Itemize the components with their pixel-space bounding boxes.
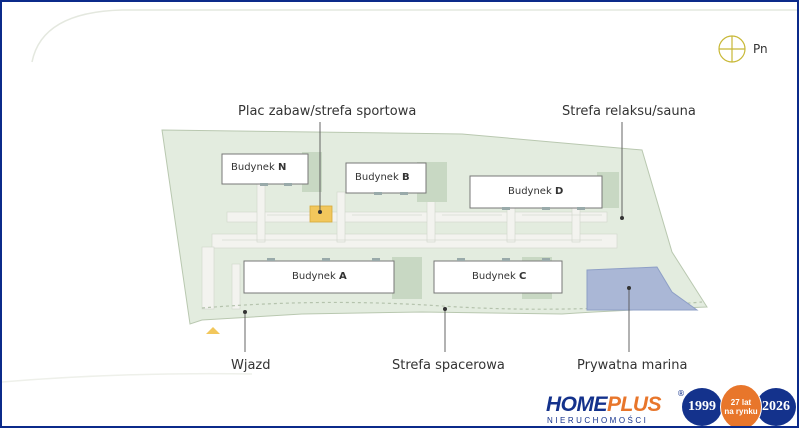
building-a — [243, 260, 395, 294]
leader-dots — [243, 210, 631, 314]
internal-roads — [201, 181, 618, 310]
logo-subtitle: NIERUCHOMOŚCI — [547, 416, 649, 425]
building-n — [221, 153, 309, 185]
building-a-letter: A — [338, 271, 347, 282]
year-end-badge: 2026 — [756, 388, 796, 426]
homeplus-logo: HOMEPLUS ® NIERUCHOMOŚCI 1999 2026 27 la… — [542, 384, 797, 426]
years-on-market-badge: 27 lat na rynku — [720, 384, 762, 426]
building-n-prefix: Budynek — [231, 162, 275, 173]
building-b-prefix: Budynek — [355, 172, 399, 183]
building-d — [469, 175, 603, 209]
building-c-label: Budynek C — [472, 271, 526, 282]
outer-curve — [31, 9, 797, 63]
logo-home: HOME — [546, 393, 608, 416]
building-c-letter: C — [518, 271, 527, 282]
outer-curve-bottom — [2, 372, 253, 383]
year-start-badge: 1999 — [682, 388, 722, 426]
compass-icon — [718, 35, 746, 63]
building-b — [345, 162, 427, 194]
walking-path — [201, 301, 703, 310]
marina-water — [586, 266, 699, 311]
logo-plus: PLUS — [607, 393, 662, 416]
playground-label: Plac zabaw/strefa sportowa — [238, 104, 417, 119]
logo-wordmark: HOMEPLUS — [546, 393, 662, 417]
building-b-label: Budynek B — [355, 172, 410, 183]
marina-label: Prywatna marina — [577, 358, 688, 373]
years-count: 27 lat — [730, 398, 752, 407]
building-d-label: Budynek D — [508, 186, 563, 197]
compass-label: Pn — [753, 42, 768, 56]
building-n-label: Budynek N — [231, 162, 286, 173]
building-a-prefix: Budynek — [292, 271, 336, 282]
relax-zone-label: Strefa relaksu/sauna — [562, 104, 696, 119]
entrance-label: Wjazd — [231, 358, 271, 373]
walk-zone-label: Strefa spacerowa — [392, 358, 505, 373]
building-d-letter: D — [554, 186, 564, 197]
building-a-label: Budynek A — [292, 271, 347, 282]
building-c — [433, 260, 563, 294]
years-on-market-text: na rynku — [724, 407, 758, 416]
logo-registered: ® — [677, 389, 685, 398]
building-details — [260, 183, 585, 261]
building-d-prefix: Budynek — [508, 186, 552, 197]
building-b-letter: B — [401, 172, 410, 183]
leader-lines — [244, 122, 630, 352]
building-n-letter: N — [277, 162, 287, 173]
play-area — [309, 205, 333, 223]
entrance-marker-icon — [206, 327, 220, 334]
building-c-prefix: Budynek — [472, 271, 516, 282]
